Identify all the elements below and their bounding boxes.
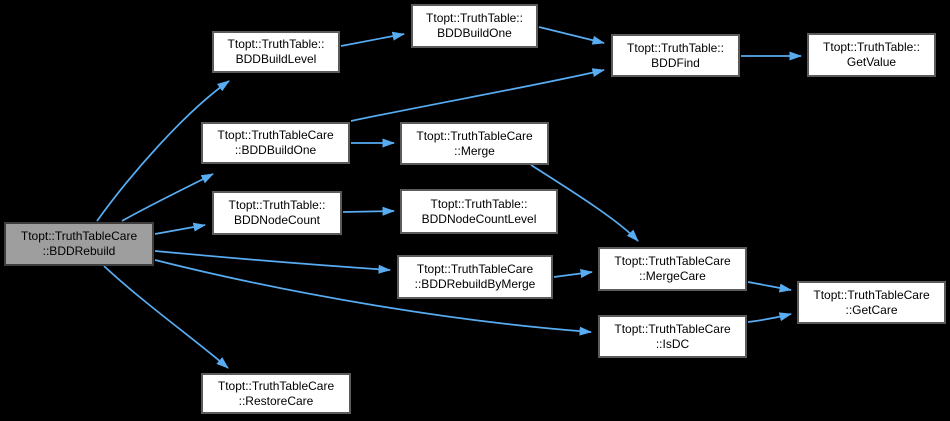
edge-bddnodecount-to-bddnodecountlevel: [342, 206, 395, 216]
node-tt-bdd-build-one-label: Ttopt::TruthTable:: BDDBuildOne: [426, 11, 523, 40]
edge-bddrebuild-to-restorecare: [103, 265, 229, 369]
edge-care-bddbuildone-to-bddfind: [350, 68, 605, 122]
node-restore-care[interactable]: Ttopt::TruthTableCare ::RestoreCare: [201, 373, 351, 414]
node-bdd-node-count-label: Ttopt::TruthTable:: BDDNodeCount: [228, 198, 326, 227]
node-merge-care-label: Ttopt::TruthTableCare ::MergeCare: [614, 254, 731, 283]
node-is-dc-label: Ttopt::TruthTableCare ::IsDC: [614, 321, 731, 351]
edge-bddbuildlevel-to-bddbuildone: [340, 31, 405, 47]
node-bdd-rebuild-by-merge-label: Ttopt::TruthTableCare ::BDDRebuildByMerg…: [414, 262, 536, 291]
edge-isdc-to-getcare: [747, 312, 792, 323]
edge-bddrebuild-to-bddnodecount: [154, 222, 206, 235]
node-bdd-build-level[interactable]: Ttopt::TruthTable:: BDDBuildLevel: [212, 31, 340, 73]
node-get-value[interactable]: Ttopt::TruthTable:: GetValue: [807, 33, 936, 77]
edge-bddbuildone-to-bddfind: [538, 26, 605, 45]
node-merge-label: Ttopt::TruthTableCare ::Merge: [416, 128, 533, 158]
node-is-dc[interactable]: Ttopt::TruthTableCare ::IsDC: [598, 315, 747, 358]
edge-bddrebuild-to-isdc: [154, 259, 592, 336]
edge-bddrebuild-to-bddrebuildbymerge: [154, 250, 391, 274]
node-bdd-node-count-level[interactable]: Ttopt::TruthTable:: BDDNodeCountLevel: [400, 189, 558, 234]
edge-merge-to-mergecare: [530, 164, 639, 242]
node-bdd-find[interactable]: Ttopt::TruthTable:: BDDFind: [611, 34, 740, 77]
node-bdd-find-label: Ttopt::TruthTable:: BDDFind: [627, 40, 724, 70]
node-restore-care-label: Ttopt::TruthTableCare ::RestoreCare: [217, 378, 335, 408]
node-get-care-label: Ttopt::TruthTableCare ::GetCare: [813, 287, 930, 317]
node-bdd-rebuild: Ttopt::TruthTableCare ::BDDRebuild: [4, 222, 154, 266]
node-get-value-label: Ttopt::TruthTable:: GetValue: [823, 40, 920, 69]
node-tt-bdd-build-one[interactable]: Ttopt::TruthTable:: BDDBuildOne: [411, 4, 538, 48]
node-bdd-node-count[interactable]: Ttopt::TruthTable:: BDDNodeCount: [212, 191, 342, 235]
node-bdd-rebuild-label: Ttopt::TruthTableCare ::BDDRebuild: [20, 229, 138, 258]
edge-bddrebuild-to-care-bddbuildone: [121, 173, 214, 222]
edge-bddrebuild-to-bddbuildlevel: [96, 80, 230, 222]
node-get-care[interactable]: Ttopt::TruthTableCare ::GetCare: [797, 281, 946, 324]
node-merge-care[interactable]: Ttopt::TruthTableCare ::MergeCare: [598, 247, 747, 291]
node-merge[interactable]: Ttopt::TruthTableCare ::Merge: [400, 122, 549, 165]
node-care-bdd-build-one[interactable]: Ttopt::TruthTableCare ::BDDBuildOne: [201, 122, 350, 164]
node-bdd-rebuild-by-merge[interactable]: Ttopt::TruthTableCare ::BDDRebuildByMerg…: [397, 255, 553, 299]
edge-bddrebuildbymerge-to-mergecare: [553, 269, 593, 278]
edge-mergecare-to-getcare: [747, 281, 792, 293]
node-bdd-build-level-label: Ttopt::TruthTable:: BDDBuildLevel: [227, 37, 325, 66]
node-bdd-node-count-level-label: Ttopt::TruthTable:: BDDNodeCountLevel: [421, 196, 537, 226]
node-care-bdd-build-one-label: Ttopt::TruthTableCare ::BDDBuildOne: [217, 128, 334, 157]
